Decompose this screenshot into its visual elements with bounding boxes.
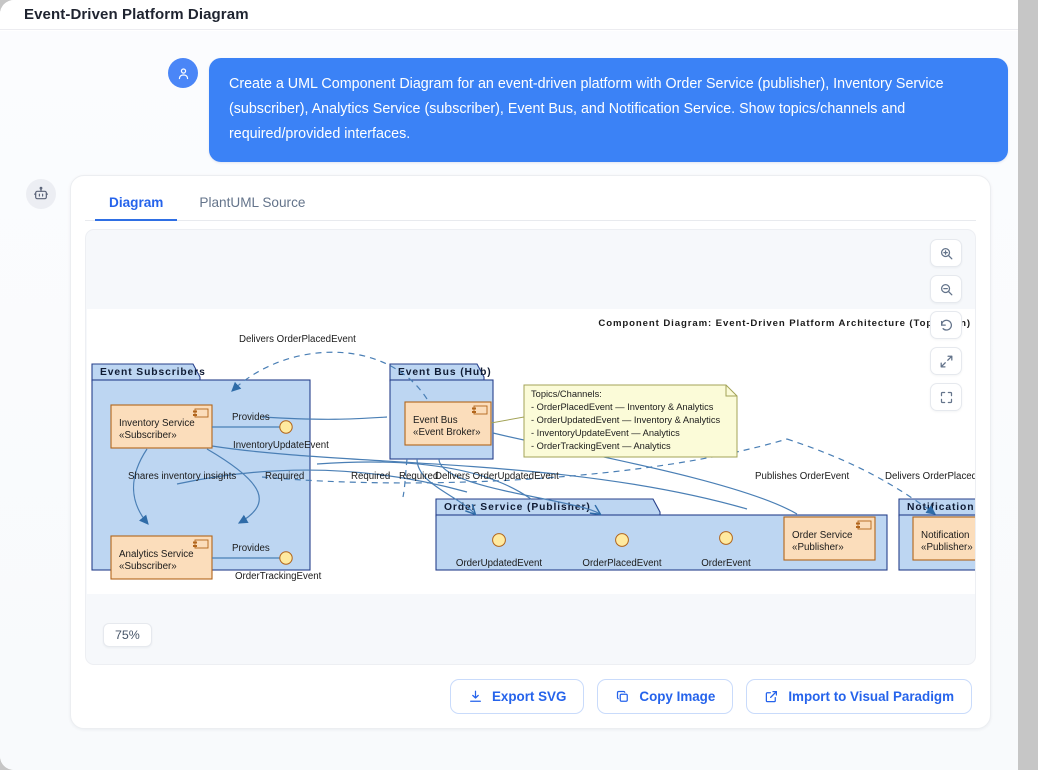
copy-icon [617,690,629,702]
svg-text:Notification: Notification [921,530,969,541]
reset-icon [940,319,952,331]
interface-order-tracking-event: Provides OrderTrackingEvent [212,543,322,582]
edge-label-shares-inventory: Shares inventory insights [128,471,236,482]
user-icon [178,67,188,79]
svg-text:- OrderPlacedEvent — Inventory: - OrderPlacedEvent — Inventory & Analyti… [531,402,714,412]
svg-text:Provides: Provides [232,543,270,554]
svg-text:Notification S: Notification S [907,502,976,513]
svg-text:OrderPlacedEvent: OrderPlacedEvent [582,558,661,569]
edge-label-required-2: Required [351,471,390,482]
expand-button[interactable] [930,347,962,375]
zoom-in-button[interactable] [930,239,962,267]
tab-plantuml-source[interactable]: PlantUML Source [199,195,306,210]
card-actions: Export SVG Copy Image [85,679,976,714]
edge-label-delivers-order-placed-2: Delivers OrderPlaced [885,471,976,482]
zoom-level-indicator[interactable]: 75% [103,623,152,647]
edge-label-publishes-order-event: Publishes OrderEvent [755,471,850,482]
svg-text:OrderUpdatedEvent: OrderUpdatedEvent [456,558,542,569]
user-message-row: Create a UML Component Diagram for an ev… [168,58,1008,162]
svg-text:- OrderUpdatedEvent — Inventor: - OrderUpdatedEvent — Inventory & Analyt… [531,415,720,425]
conversation-body: Create a UML Component Diagram for an ev… [0,31,1018,770]
external-link-icon [766,691,778,703]
interface-order-event: OrderEvent [701,531,751,569]
zoom-out-button[interactable] [930,275,962,303]
svg-text:Provides: Provides [232,412,270,423]
card-tabs: Diagram PlantUML Source [85,188,976,221]
svg-text:«Subscriber»: «Subscriber» [119,561,177,572]
page-scrollbar-thumb[interactable] [1020,2,1036,768]
import-visual-paradigm-label: Import to Visual Paradigm [788,689,954,704]
component-notification: Notification «Publisher» [912,516,975,561]
assistant-message-row: Diagram PlantUML Source [26,175,991,729]
download-icon [470,690,481,702]
component-analytics-service: Analytics Service «Subscriber» [110,535,213,580]
interface-inventory-update-event: Provides InventoryUpdateEvent [212,412,329,451]
edge-label-delivers-order-placed: Delivers OrderPlacedEvent [239,334,356,345]
zoom-out-icon [940,283,952,295]
svg-text:InventoryUpdateEvent: InventoryUpdateEvent [233,440,329,451]
user-avatar [168,58,198,88]
svg-text:OrderEvent: OrderEvent [701,558,751,569]
fullscreen-icon [940,391,952,403]
edge-label-delivers-order-updated: Delivers OrderUpdatedEvent [435,471,559,482]
diagram-card: Diagram PlantUML Source [70,175,991,729]
diagram-title: Component Diagram: Event-Driven Platform… [598,318,971,329]
svg-text:Event Bus: Event Bus [413,415,458,426]
expand-icon [940,355,952,367]
svg-text:- InventoryUpdateEvent — Analy: - InventoryUpdateEvent — Analytics [531,428,680,438]
interface-order-placed-event: OrderPlacedEvent [582,533,662,569]
title-bar: Event-Driven Platform Diagram [0,0,1018,30]
edge-label-required-3: Required [399,471,438,482]
svg-text:«Event Broker»: «Event Broker» [413,427,481,438]
svg-text:Analytics Service: Analytics Service [119,549,194,560]
tab-diagram[interactable]: Diagram [95,188,178,221]
component-order-service: Order Service «Publisher» [783,516,876,561]
package-order-service: Order Service (Publisher) [435,498,888,571]
copy-image-button[interactable]: Copy Image [597,679,734,714]
svg-text:Inventory Service: Inventory Service [119,418,195,429]
uml-svg-sheet: Component Diagram: Event-Driven Platform… [87,309,976,594]
fullscreen-button[interactable] [930,383,962,411]
svg-text:Topics/Channels:: Topics/Channels: [531,389,602,399]
component-event-bus: Event Bus «Event Broker» [404,401,492,446]
svg-text:Order Service (Publisher): Order Service (Publisher) [444,502,591,513]
robot-icon [34,186,48,200]
page-scrollbar-track[interactable] [1018,0,1038,770]
user-message-bubble: Create a UML Component Diagram for an ev… [209,58,1008,162]
svg-text:«Publisher»: «Publisher» [792,542,844,553]
svg-text:Event Bus (Hub): Event Bus (Hub) [398,367,492,378]
import-visual-paradigm-button[interactable]: Import to Visual Paradigm [746,679,972,714]
page-title: Event-Driven Platform Diagram [24,6,249,23]
assistant-avatar [26,179,56,209]
copy-image-label: Copy Image [639,689,716,704]
svg-text:«Subscriber»: «Subscriber» [119,430,177,441]
reset-view-button[interactable] [930,311,962,339]
zoom-toolbar [930,239,962,411]
interface-order-updated-event: OrderUpdatedEvent [456,533,542,569]
zoom-in-icon [940,247,952,259]
export-svg-label: Export SVG [491,689,567,704]
note-topics-channels: Topics/Channels: - OrderPlacedEvent — In… [490,384,738,458]
export-svg-button[interactable]: Export SVG [449,679,585,714]
svg-text:«Publisher»: «Publisher» [921,542,973,553]
svg-text:Order Service: Order Service [792,530,853,541]
component-inventory-service: Inventory Service «Subscriber» [110,404,213,449]
svg-text:- OrderTrackingEvent — Analyti: - OrderTrackingEvent — Analytics [531,441,671,451]
svg-text:Event Subscribers: Event Subscribers [100,367,206,378]
svg-text:OrderTrackingEvent: OrderTrackingEvent [235,571,322,582]
diagram-canvas[interactable]: 75% Component Diagra [85,229,976,665]
edge-label-required-1: Required [265,471,304,482]
